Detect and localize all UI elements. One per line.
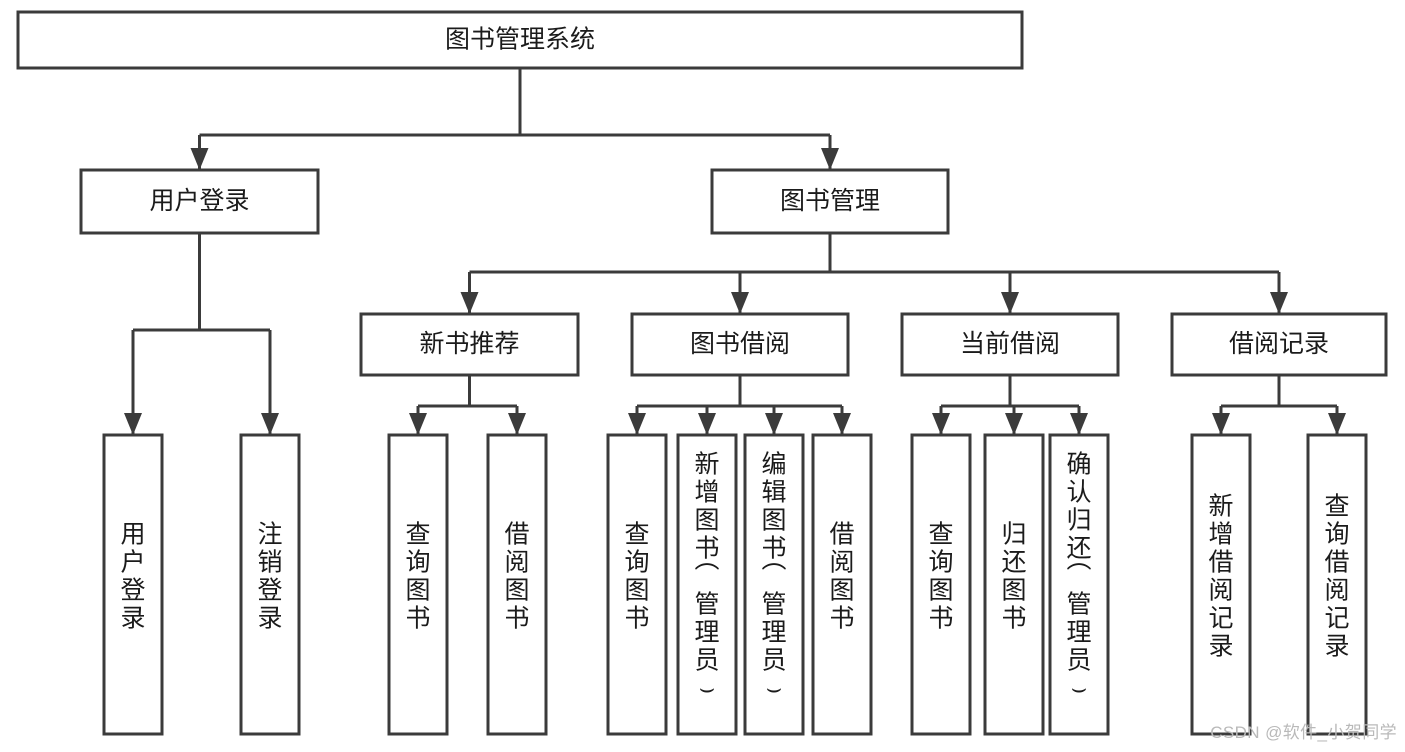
node-borrow-record[interactable]: 借阅记录 [1170, 312, 1388, 377]
node-box-book-borrow[interactable] [630, 312, 850, 377]
arrow-head-icon [731, 292, 749, 314]
node-label-current-borrow: 当前借阅 [960, 330, 1060, 358]
node-label-book-borrow: 图书借阅 [690, 330, 790, 358]
arrow-head-icon [460, 292, 479, 314]
node-label-borrow-record: 借阅记录 [1229, 330, 1329, 358]
node-box-user-login[interactable] [79, 168, 320, 235]
node-label-leaf-query-book-2: 查询图书 [624, 521, 649, 633]
node-label-leaf-add-record: 新增借阅记录 [1208, 493, 1233, 661]
node-label-book-manage: 图书管理 [780, 187, 880, 215]
arrow-head-icon [698, 413, 716, 435]
node-label-leaf-borrow-book-1: 借阅图书 [504, 521, 529, 633]
node-label-leaf-return-book: 归还图书 [1001, 521, 1026, 633]
node-box-leaf-borrow-book-2[interactable] [811, 433, 873, 736]
node-label-leaf-add-book: 新增图书⌒管理员⌣ [694, 451, 719, 703]
node-label-leaf-borrow-book-2: 借阅图书 [829, 521, 854, 633]
node-box-leaf-confirm-return[interactable] [1048, 433, 1110, 736]
node-label-leaf-edit-book: 编辑图书⌒管理员⌣ [761, 451, 786, 703]
arrow-head-icon [1328, 413, 1346, 435]
node-leaf-user-logout[interactable]: 注销登录 [239, 433, 301, 736]
arrow-head-icon [1212, 413, 1230, 435]
watermark-text: CSDN @软件_小贺同学 [1210, 723, 1397, 742]
node-label-leaf-query-book-3: 查询图书 [928, 521, 953, 633]
node-box-leaf-return-book[interactable] [983, 433, 1045, 736]
node-box-book-manage[interactable] [710, 168, 950, 235]
node-label-user-login: 用户登录 [149, 187, 249, 215]
node-label-leaf-query-book-1: 查询图书 [405, 521, 430, 633]
edge-group-new-book-recommend [409, 375, 526, 435]
arrow-head-icon [821, 148, 839, 170]
node-label-leaf-user-logout: 注销登录 [257, 521, 282, 633]
arrow-head-icon [1070, 413, 1088, 435]
node-label-root: 图书管理系统 [445, 26, 595, 54]
node-leaf-query-book-3[interactable]: 查询图书 [910, 433, 972, 736]
node-label-leaf-user-login: 用户登录 [120, 521, 145, 633]
node-layer: 图书管理系统用户登录图书管理新书推荐图书借阅当前借阅借阅记录用户登录注销登录查询… [16, 10, 1388, 736]
node-box-leaf-edit-book[interactable] [743, 433, 805, 736]
arrow-head-icon [190, 148, 209, 170]
node-leaf-query-book-1[interactable]: 查询图书 [387, 433, 449, 736]
node-leaf-confirm-return[interactable]: 确认归还⌒管理员⌣ [1048, 433, 1110, 736]
node-box-borrow-record[interactable] [1170, 312, 1388, 377]
node-current-borrow[interactable]: 当前借阅 [900, 312, 1120, 377]
arrow-head-icon [833, 413, 851, 435]
node-leaf-query-book-2[interactable]: 查询图书 [606, 433, 668, 736]
node-leaf-query-record[interactable]: 查询借阅记录 [1306, 433, 1368, 736]
node-box-leaf-borrow-book-1[interactable] [486, 433, 548, 736]
edge-group-root [190, 68, 839, 170]
node-box-leaf-add-book[interactable] [676, 433, 738, 736]
node-box-leaf-query-book-3[interactable] [910, 433, 972, 736]
node-book-borrow[interactable]: 图书借阅 [630, 312, 850, 377]
node-leaf-borrow-book-2[interactable]: 借阅图书 [811, 433, 873, 736]
node-user-login[interactable]: 用户登录 [79, 168, 320, 235]
node-label-leaf-confirm-return: 确认归还⌒管理员⌣ [1066, 451, 1091, 703]
arrow-head-icon [1270, 292, 1288, 314]
node-leaf-add-record[interactable]: 新增借阅记录 [1190, 433, 1252, 736]
edge-group-current-borrow [932, 375, 1088, 435]
node-label-leaf-query-record: 查询借阅记录 [1324, 493, 1349, 661]
arrow-head-icon [508, 413, 526, 435]
arrow-head-icon [124, 413, 142, 435]
node-leaf-add-book[interactable]: 新增图书⌒管理员⌣ [676, 433, 738, 736]
node-box-leaf-add-record[interactable] [1190, 433, 1252, 736]
arrow-head-icon [765, 413, 783, 435]
node-box-root[interactable] [16, 10, 1024, 70]
node-leaf-borrow-book-1[interactable]: 借阅图书 [486, 433, 548, 736]
node-box-leaf-query-book-1[interactable] [387, 433, 449, 736]
edge-group-user-login [124, 233, 279, 435]
node-root[interactable]: 图书管理系统 [16, 10, 1024, 70]
node-leaf-return-book[interactable]: 归还图书 [983, 433, 1045, 736]
edge-group-book-manage [460, 233, 1288, 314]
arrow-head-icon [932, 413, 950, 435]
node-leaf-edit-book[interactable]: 编辑图书⌒管理员⌣ [743, 433, 805, 736]
node-box-leaf-user-logout[interactable] [239, 433, 301, 736]
edge-group-book-borrow [628, 375, 851, 435]
node-box-current-borrow[interactable] [900, 312, 1120, 377]
arrow-head-icon [628, 413, 646, 435]
connector-layer [124, 68, 1346, 435]
node-label-new-book-recommend: 新书推荐 [419, 330, 519, 358]
node-box-leaf-user-login[interactable] [102, 433, 164, 736]
edge-group-borrow-record [1212, 375, 1346, 435]
node-new-book-recommend[interactable]: 新书推荐 [359, 312, 580, 377]
arrow-head-icon [409, 413, 427, 435]
node-box-leaf-query-record[interactable] [1306, 433, 1368, 736]
node-box-leaf-query-book-2[interactable] [606, 433, 668, 736]
arrow-head-icon [261, 413, 279, 435]
node-leaf-user-login[interactable]: 用户登录 [102, 433, 164, 736]
arrow-head-icon [1005, 413, 1023, 435]
arrow-head-icon [1001, 292, 1019, 314]
node-book-manage[interactable]: 图书管理 [710, 168, 950, 235]
node-box-new-book-recommend[interactable] [359, 312, 580, 377]
